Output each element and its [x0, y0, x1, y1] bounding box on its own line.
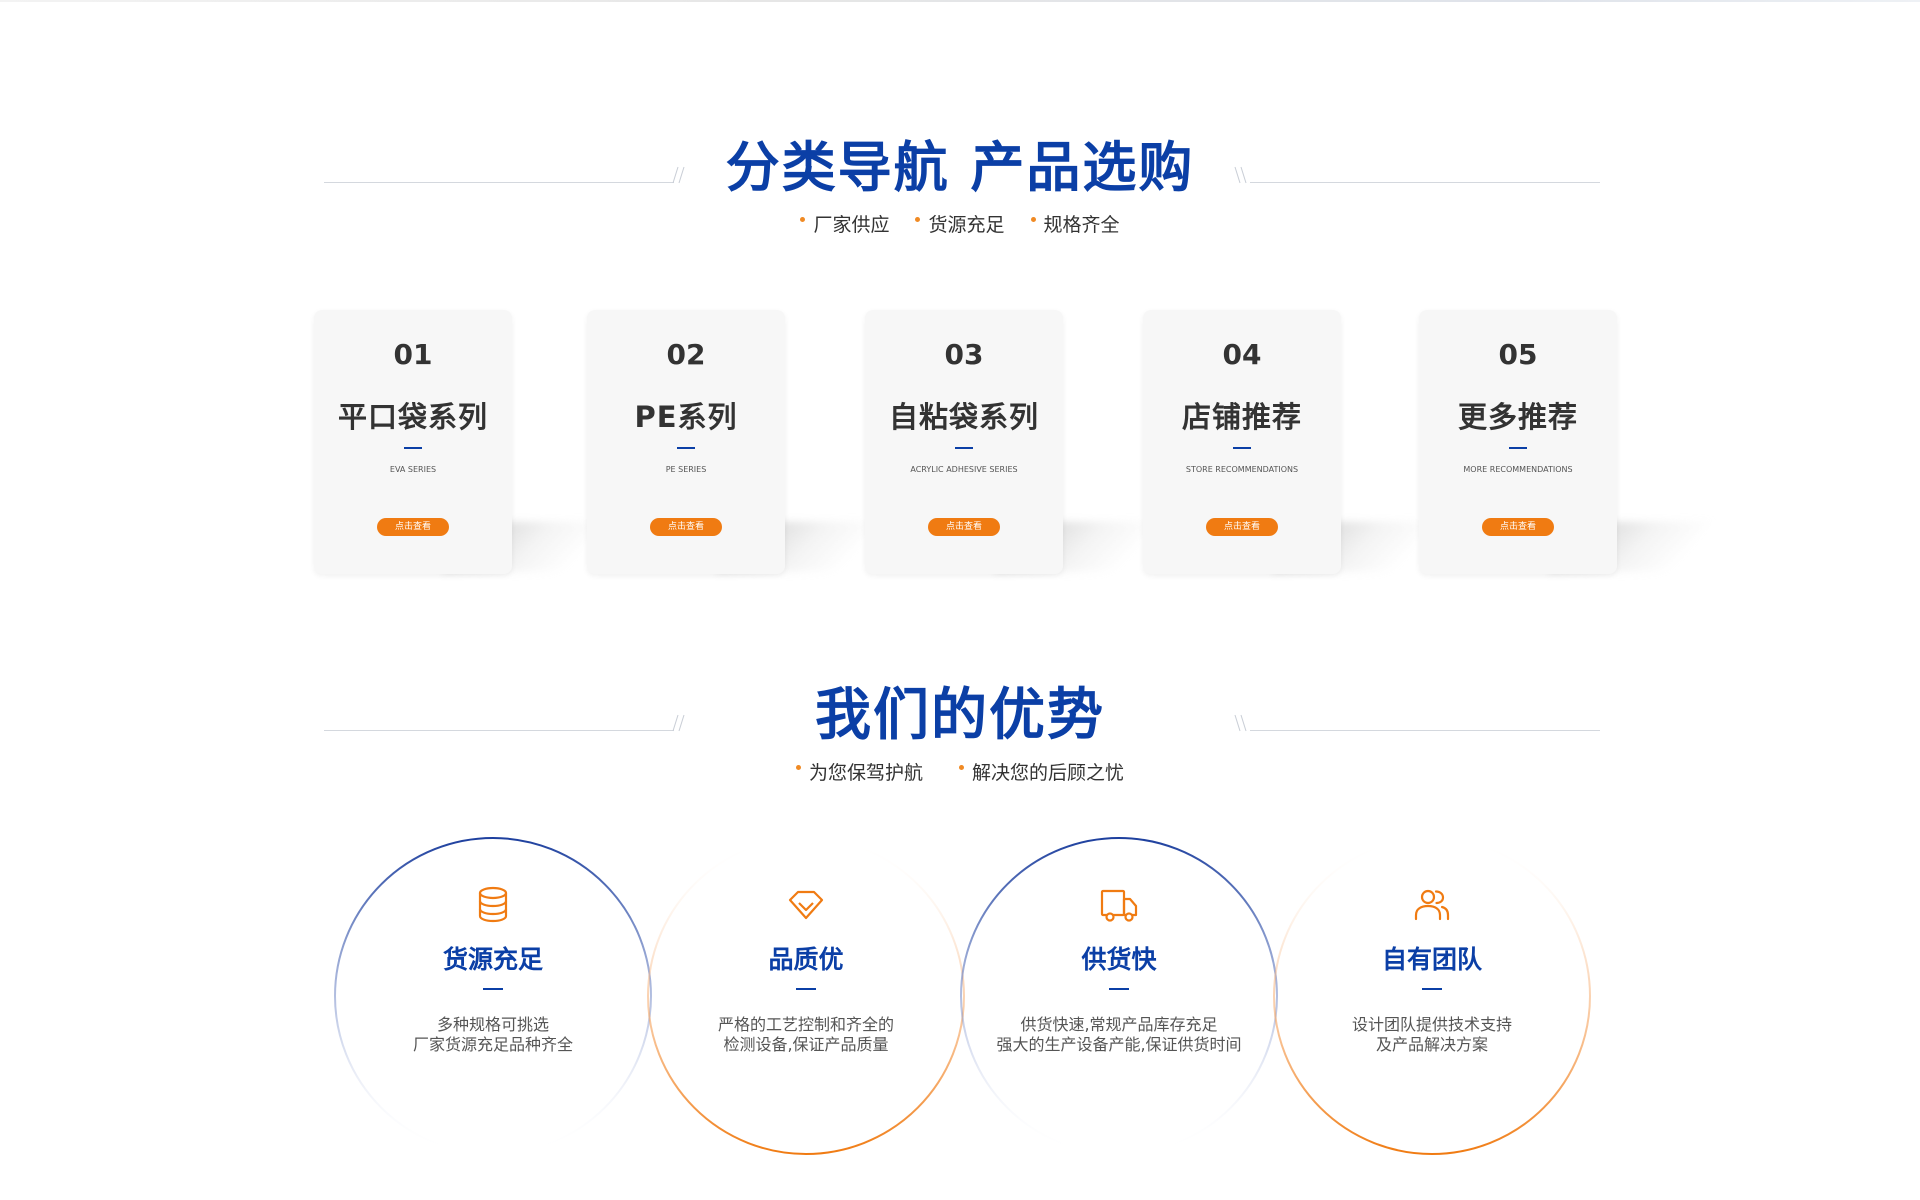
- advantage-description: 供货快速,常规产品库存充足 强大的生产设备产能,保证供货时间: [996, 1015, 1242, 1054]
- card-subtitle: STORE RECOMMENDATIONS: [1185, 465, 1299, 474]
- tagline-dot-icon: [795, 765, 801, 770]
- section-title: 分类导航 产品选购: [725, 136, 1195, 199]
- card-title: PE系列: [634, 400, 738, 434]
- category-card-pe[interactable]: 02 PE系列 PE SERIES 点击查看: [587, 310, 785, 574]
- category-card-adhesive-bag[interactable]: 03 自粘袋系列 ACRYLIC ADHESIVE SERIES 点击查看: [865, 310, 1063, 574]
- category-card-more-recommendations[interactable]: 05 更多推荐 MORE RECOMMENDATIONS 点击查看: [1419, 310, 1617, 574]
- advantage-description: 设计团队提供技术支持 及产品解决方案: [1351, 1015, 1512, 1054]
- tagline: 货源充足: [915, 210, 1005, 237]
- card-divider: [404, 447, 422, 449]
- section-title: 我们的优势: [815, 683, 1105, 748]
- advantage-own-team: 自有团队 设计团队提供技术支持 及产品解决方案: [1271, 835, 1593, 1157]
- team-icon: [1412, 885, 1452, 925]
- tagline-dot-icon: [800, 217, 806, 222]
- advantage-description: 严格的工艺控制和齐全的 检测设备,保证产品质量: [717, 1015, 894, 1054]
- tagline: 厂家供应: [800, 210, 889, 237]
- advantage-title: 自有团队: [1381, 945, 1482, 974]
- tagline-dot-icon: [959, 765, 964, 770]
- advantage-ring-blue: [332, 835, 654, 1157]
- category-section-header: 分类导航 产品选购 厂家供应 货源充足 规格齐全: [0, 130, 1920, 250]
- advantage-divider: [1109, 988, 1129, 990]
- advantage-title: 货源充足: [442, 945, 543, 974]
- advantage-ring-orange: [1271, 835, 1593, 1157]
- card-subtitle: PE SERIES: [665, 465, 707, 474]
- advantage-section-header: 我们的优势 为您保驾护航 解决您的后顾之忧: [0, 678, 1920, 798]
- advantage-ring-orange: [645, 835, 967, 1157]
- view-button[interactable]: 点击查看: [377, 518, 449, 536]
- card-title: 店铺推荐: [1181, 400, 1302, 434]
- card-number: 03: [944, 338, 984, 371]
- tagline: 为您保驾护航: [795, 758, 923, 785]
- slash-decoration-right: [1234, 165, 1252, 185]
- truck-icon: [1099, 885, 1139, 925]
- slash-decoration-left: [672, 165, 690, 185]
- header-line-right: [1250, 182, 1600, 183]
- category-card-flat-bag[interactable]: 01 平口袋系列 EVA SERIES 点击查看: [314, 310, 512, 574]
- card-divider: [1509, 447, 1527, 449]
- tagline: 解决您的后顾之忧: [959, 758, 1124, 785]
- advantage-title: 供货快: [1081, 945, 1157, 974]
- slash-decoration-left: [672, 713, 690, 733]
- view-button[interactable]: 点击查看: [650, 518, 722, 536]
- card-title: 平口袋系列: [337, 400, 488, 434]
- view-button[interactable]: 点击查看: [928, 518, 1000, 536]
- header-line-right: [1250, 730, 1600, 731]
- diamond-icon: [786, 885, 826, 925]
- advantage-divider: [796, 988, 816, 990]
- view-button[interactable]: 点击查看: [1482, 518, 1554, 536]
- advantage-quality: 品质优 严格的工艺控制和齐全的 检测设备,保证产品质量: [645, 835, 967, 1157]
- card-subtitle: ACRYLIC ADHESIVE SERIES: [910, 465, 1018, 474]
- card-number: 05: [1498, 338, 1538, 371]
- card-number: 02: [666, 338, 706, 371]
- card-subtitle: EVA SERIES: [389, 465, 437, 474]
- database-icon: [473, 885, 513, 925]
- advantage-fast-delivery: 供货快 供货快速,常规产品库存充足 强大的生产设备产能,保证供货时间: [958, 835, 1280, 1157]
- card-title: 自粘袋系列: [888, 400, 1039, 434]
- card-subtitle: MORE RECOMMENDATIONS: [1463, 465, 1573, 474]
- card-divider: [955, 447, 973, 449]
- advantage-divider: [483, 988, 503, 990]
- view-button[interactable]: 点击查看: [1206, 518, 1278, 536]
- card-divider: [677, 447, 695, 449]
- card-number: 01: [393, 338, 433, 371]
- card-title: 更多推荐: [1457, 400, 1578, 434]
- section-taglines: 为您保驾护航 解决您的后顾之忧: [0, 758, 1920, 785]
- tagline: 规格齐全: [1030, 210, 1120, 237]
- advantage-description: 多种规格可挑选 厂家货源充足品种齐全: [412, 1015, 573, 1054]
- header-line-left: [324, 182, 674, 183]
- category-card-store-recommendations[interactable]: 04 店铺推荐 STORE RECOMMENDATIONS 点击查看: [1143, 310, 1341, 574]
- header-line-left: [324, 730, 674, 731]
- advantage-title: 品质优: [768, 945, 844, 974]
- advantage-ring-blue: [958, 835, 1280, 1157]
- section-taglines: 厂家供应 货源充足 规格齐全: [0, 210, 1920, 237]
- tagline-dot-icon: [1030, 217, 1036, 222]
- advantage-supply: 货源充足 多种规格可挑选 厂家货源充足品种齐全: [332, 835, 654, 1157]
- advantages-row: 货源充足 多种规格可挑选 厂家货源充足品种齐全 品质优 严格的工艺控制和齐全的 …: [0, 835, 1920, 1175]
- category-cards: 01 平口袋系列 EVA SERIES 点击查看 02 PE系列 PE SERI…: [0, 310, 1920, 580]
- top-divider: [0, 0, 1920, 2]
- slash-decoration-right: [1234, 713, 1252, 733]
- tagline-dot-icon: [915, 217, 921, 222]
- card-number: 04: [1222, 338, 1262, 371]
- advantage-divider: [1422, 988, 1442, 990]
- card-divider: [1233, 447, 1251, 449]
